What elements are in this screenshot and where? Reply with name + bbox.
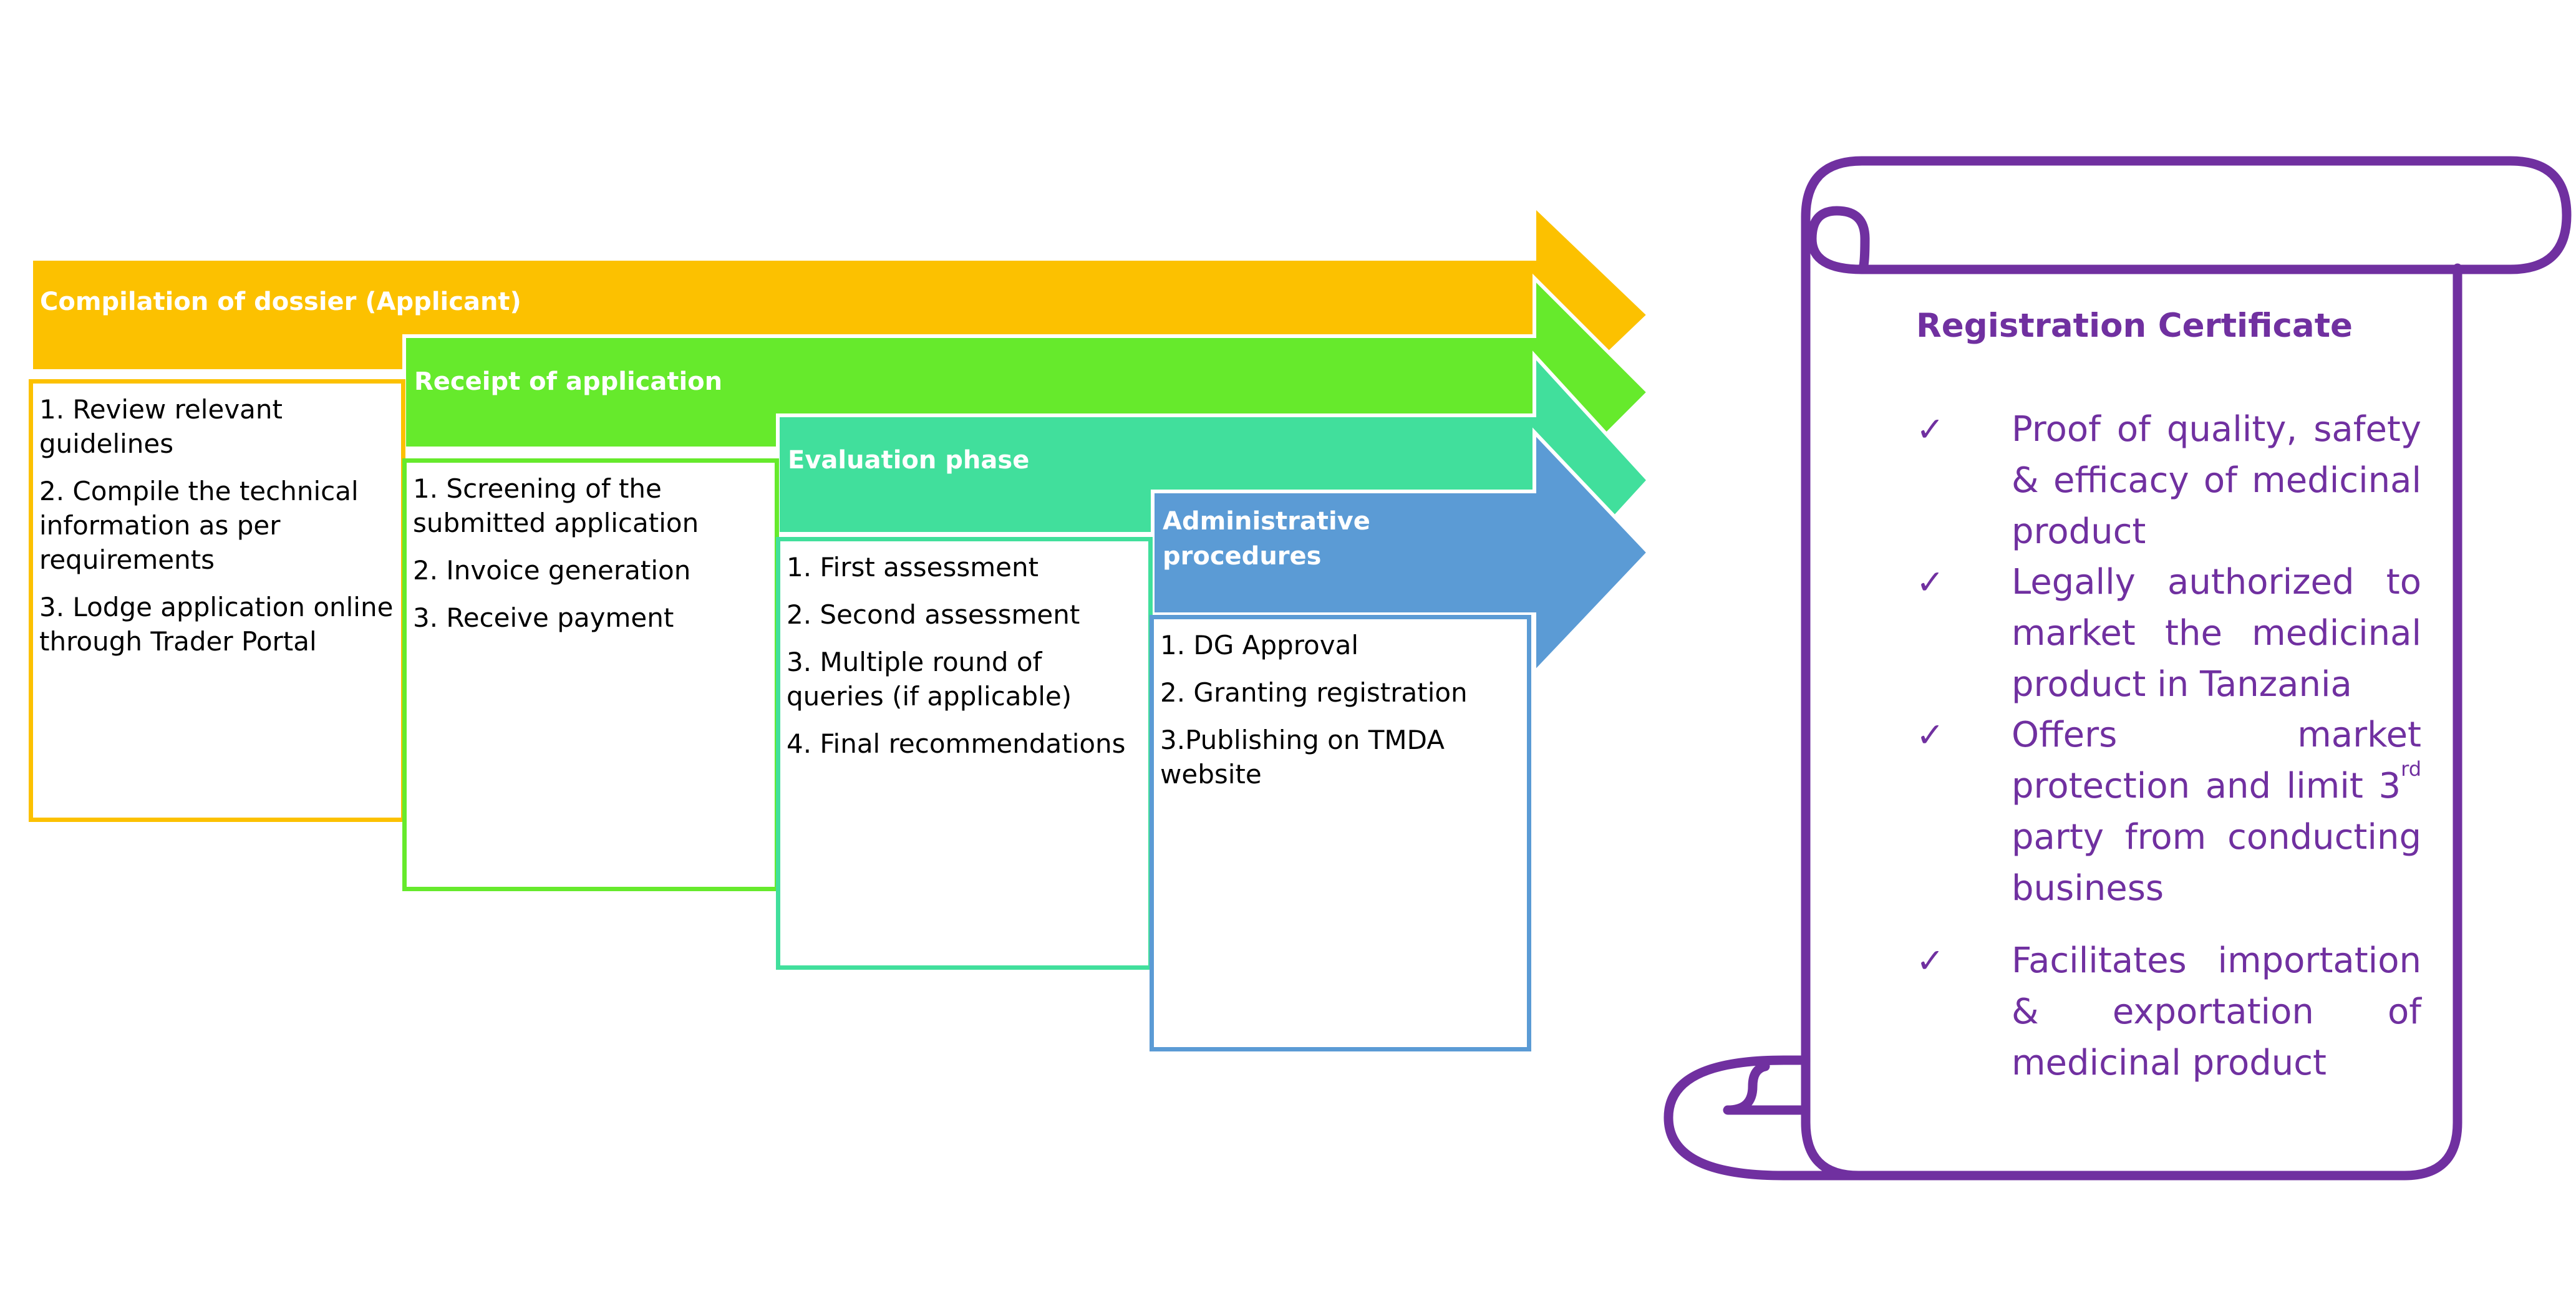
benefit-2: ✓ Legally authorized to market the medic… xyxy=(1916,557,2421,710)
check-mark-icon: ✓ xyxy=(1916,410,1945,449)
step-4-item-2: 2. Granting registration xyxy=(1160,677,1468,708)
benefit-3-text-end: party from conducting business xyxy=(2012,817,2421,909)
step-1-box: 1. Review relevant guidelines 2. Compile… xyxy=(29,379,405,822)
step-1-title: Compilation of dossier (Applicant) xyxy=(40,287,521,316)
step-4-title: Administrative procedures xyxy=(1163,507,1370,571)
benefit-3-text: Offers market protection and limit 3rd p… xyxy=(2012,710,2421,914)
benefit-1-text: Proof of quality, safety & efficacy of m… xyxy=(2012,409,2421,552)
step-4-item-1: 1. DG Approval xyxy=(1160,630,1359,660)
step-3-item-3: 3. Multiple round of queries (if applica… xyxy=(787,647,1072,712)
step-1-item-2: 2. Compile the technical information as … xyxy=(39,476,359,575)
benefit-3-superscript: rd xyxy=(2401,756,2421,781)
step-1-item-1: 1. Review relevant guidelines xyxy=(39,394,283,459)
step-4-box: 1. DG Approval 2. Granting registration … xyxy=(1150,615,1531,1051)
step-3-box: 1. First assessment 2. Second assessment… xyxy=(776,537,1153,970)
scroll-body xyxy=(1801,263,2462,1181)
benefit-4-text: Facilitates importation & exportation of… xyxy=(2012,940,2421,1083)
benefit-4: ✓ Facilitates importation & exportation … xyxy=(1916,935,2421,1089)
step-2-box: 1. Screening of the submitted applicatio… xyxy=(402,458,779,891)
step-2-item-2: 2. Invoice generation xyxy=(413,555,691,586)
step-4-item-3: 3.Publishing on TMDA website xyxy=(1160,725,1445,790)
benefit-2-text: Legally authorized to market the medicin… xyxy=(2012,562,2421,705)
scroll-top-inner-curl xyxy=(1807,206,1870,274)
benefit-3: ✓ Offers market protection and limit 3rd… xyxy=(1916,710,2421,914)
check-mark-icon: ✓ xyxy=(1916,715,1945,755)
arrow-administrative xyxy=(1151,427,1652,678)
step-2-title: Receipt of application xyxy=(414,367,723,396)
step-2-item-1: 1. Screening of the submitted applicatio… xyxy=(413,473,699,538)
step-3-item-1: 1. First assessment xyxy=(787,552,1039,582)
step-1-item-3: 3. Lodge application online through Trad… xyxy=(39,592,394,657)
check-mark-icon: ✓ xyxy=(1916,563,1945,602)
certificate-title: Registration Certificate xyxy=(1916,307,2353,345)
step-2-item-3: 3. Receive payment xyxy=(413,602,674,633)
check-mark-icon: ✓ xyxy=(1916,941,1945,980)
step-3-title: Evaluation phase xyxy=(788,446,1030,475)
scroll-bottom-curl xyxy=(1663,1055,1864,1181)
step-3-item-4: 4. Final recommendations xyxy=(787,728,1126,759)
benefit-1: ✓ Proof of quality, safety & efficacy of… xyxy=(1916,404,2421,558)
benefit-3-text-start: Offers market protection and limit 3 xyxy=(2012,715,2421,806)
scroll-top-curl xyxy=(1801,156,2572,276)
scroll-bottom-inner-curl xyxy=(1723,1061,1811,1115)
step-3-item-2: 2. Second assessment xyxy=(787,599,1080,630)
